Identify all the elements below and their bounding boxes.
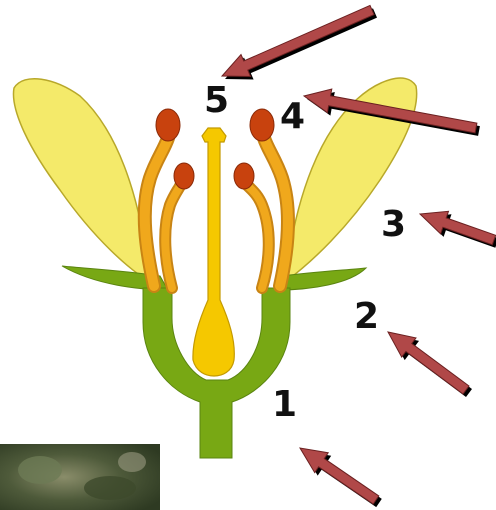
left-petal [13,79,150,282]
anther [234,163,254,189]
label-4: 4 [280,96,305,137]
label-3: 3 [381,204,406,245]
anther [250,109,274,141]
anther [174,163,194,189]
arrow-to-1 [300,448,379,504]
pistil [193,128,234,376]
anther [156,109,180,141]
arrow-to-3 [420,211,496,244]
arrow-to-2 [388,332,469,394]
stamen-inner-left [165,163,194,288]
arrow-to-5 [222,5,374,76]
label-2: 2 [354,296,379,337]
stamen-inner-right [234,163,269,288]
label-1: 1 [272,384,297,425]
label-5: 5 [204,80,229,121]
